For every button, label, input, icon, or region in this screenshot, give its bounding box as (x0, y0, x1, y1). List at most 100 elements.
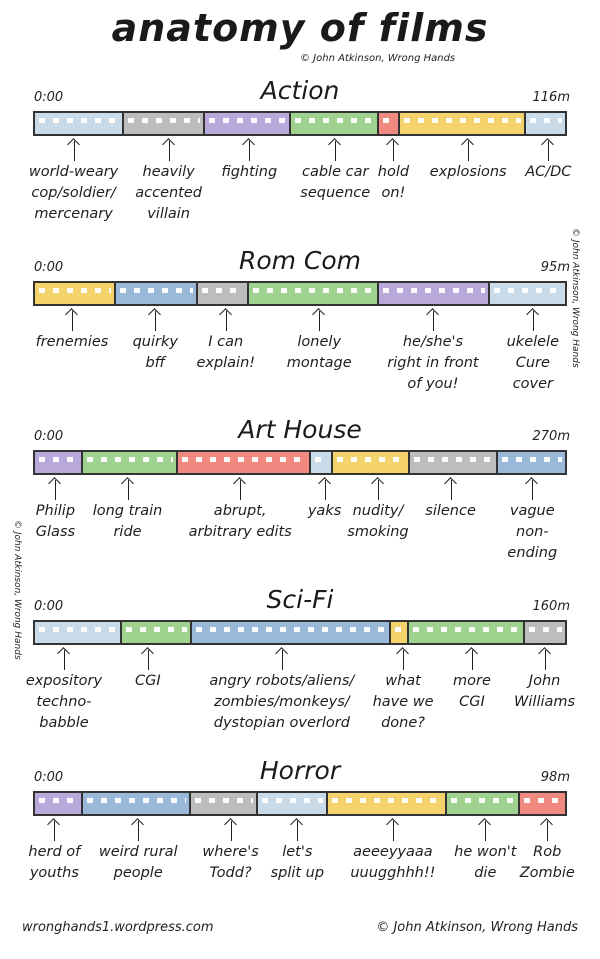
sprocket-holes (450, 798, 515, 803)
film-segment (249, 283, 379, 304)
film-segment (519, 793, 565, 814)
scene-label: he won't die (454, 844, 517, 881)
sprocket-holes (262, 798, 323, 803)
sprocket-holes (382, 288, 486, 293)
up-arrow-icon (63, 650, 65, 670)
film-segment (446, 793, 520, 814)
up-arrow-icon (547, 821, 549, 841)
up-arrow-icon (471, 650, 473, 670)
runtime-length: 98m (540, 770, 570, 785)
start-time: 0:00 (34, 260, 64, 275)
sprocket-holes (39, 627, 118, 632)
start-time: 0:00 (34, 429, 64, 444)
film-segment (35, 283, 116, 304)
sprocket-holes (195, 627, 387, 632)
sprocket-holes (253, 288, 374, 293)
footer-credit: © John Atkinson, Wrong Hands (376, 920, 578, 935)
up-arrow-icon (147, 650, 149, 670)
sprocket-holes (119, 288, 193, 293)
scene-label: herd of youths (28, 844, 81, 881)
scene-label: I can explain! (196, 334, 256, 371)
scene-label: let's split up (270, 844, 325, 881)
runtime-length: 95m (540, 260, 570, 275)
film-segment (497, 452, 565, 473)
sprocket-holes (414, 457, 493, 462)
runtime-length: 116m (532, 90, 570, 105)
scene-label: long train ride (92, 503, 163, 540)
sprocket-holes (39, 118, 120, 123)
up-arrow-icon (55, 480, 57, 500)
film-strip-bar (33, 281, 567, 306)
sprocket-holes (529, 627, 562, 632)
scene-label: cable car sequence (300, 164, 371, 201)
up-arrow-icon (249, 141, 251, 161)
sprocket-holes (530, 118, 562, 123)
scene-label: he/she's right in front of you! (387, 334, 479, 392)
scene-label: more CGI (452, 673, 491, 710)
genre-title: Horror (259, 756, 341, 785)
film-segment (190, 793, 259, 814)
scene-label: silence (425, 503, 476, 519)
scene-label: explosions (429, 164, 507, 180)
sprocket-holes (128, 118, 200, 123)
runtime-length: 160m (532, 599, 570, 614)
film-segment (290, 113, 379, 134)
film-strip-bar (33, 450, 567, 475)
up-arrow-icon (392, 821, 394, 841)
scene-label: Philip Glass (35, 503, 76, 540)
scene-label: world-weary cop/soldier/ mercenary (28, 164, 119, 222)
sprocket-holes (39, 288, 111, 293)
scene-label: lonely montage (286, 334, 352, 371)
scene-label: fighting (221, 164, 278, 180)
up-arrow-icon (532, 311, 534, 331)
runtime-length: 270m (532, 429, 570, 444)
up-arrow-icon (168, 141, 170, 161)
genre-title: Sci-Fi (266, 585, 334, 614)
page-title: anatomy of films (111, 6, 489, 50)
up-arrow-icon (393, 141, 395, 161)
scene-label: ukelele Cure cover (506, 334, 560, 392)
sprocket-holes (126, 627, 187, 632)
start-time: 0:00 (34, 770, 64, 785)
sprocket-holes (336, 457, 406, 462)
up-arrow-icon (73, 141, 75, 161)
film-segment (35, 622, 123, 643)
sprocket-holes (315, 457, 328, 462)
film-strip-bar (33, 620, 567, 645)
genre-title: Action (260, 76, 340, 105)
start-time: 0:00 (34, 90, 64, 105)
scene-label: John Williams (514, 673, 576, 710)
film-segment (378, 283, 491, 304)
up-arrow-icon (281, 650, 283, 670)
up-arrow-icon (138, 821, 140, 841)
film-segment (525, 622, 565, 643)
up-arrow-icon (319, 311, 321, 331)
up-arrow-icon (377, 480, 379, 500)
film-segment (82, 793, 191, 814)
sprocket-holes (294, 118, 374, 123)
film-segment (332, 452, 411, 473)
scene-label: frenemies (35, 334, 109, 350)
film-segment (197, 283, 250, 304)
film-segment (311, 452, 333, 473)
scene-label: nudity/ smoking (347, 503, 409, 540)
up-arrow-icon (324, 480, 326, 500)
up-arrow-icon (485, 821, 487, 841)
up-arrow-icon (54, 821, 56, 841)
scene-label: expository techno- babble (25, 673, 103, 731)
film-segment (191, 622, 392, 643)
up-arrow-icon (544, 650, 546, 670)
film-segment (410, 452, 498, 473)
sprocket-holes (39, 457, 78, 462)
film-segment (178, 452, 312, 473)
film-segment (35, 452, 83, 473)
film-segment (490, 283, 565, 304)
sprocket-holes (413, 627, 521, 632)
scene-label: vague non-ending (507, 503, 558, 561)
sprocket-holes (523, 798, 562, 803)
film-segment (327, 793, 447, 814)
film-segment (122, 622, 192, 643)
scene-label: angry robots/aliens/ zombies/monkeys/ dy… (209, 673, 355, 731)
sprocket-holes (331, 798, 442, 803)
film-segment (526, 113, 565, 134)
